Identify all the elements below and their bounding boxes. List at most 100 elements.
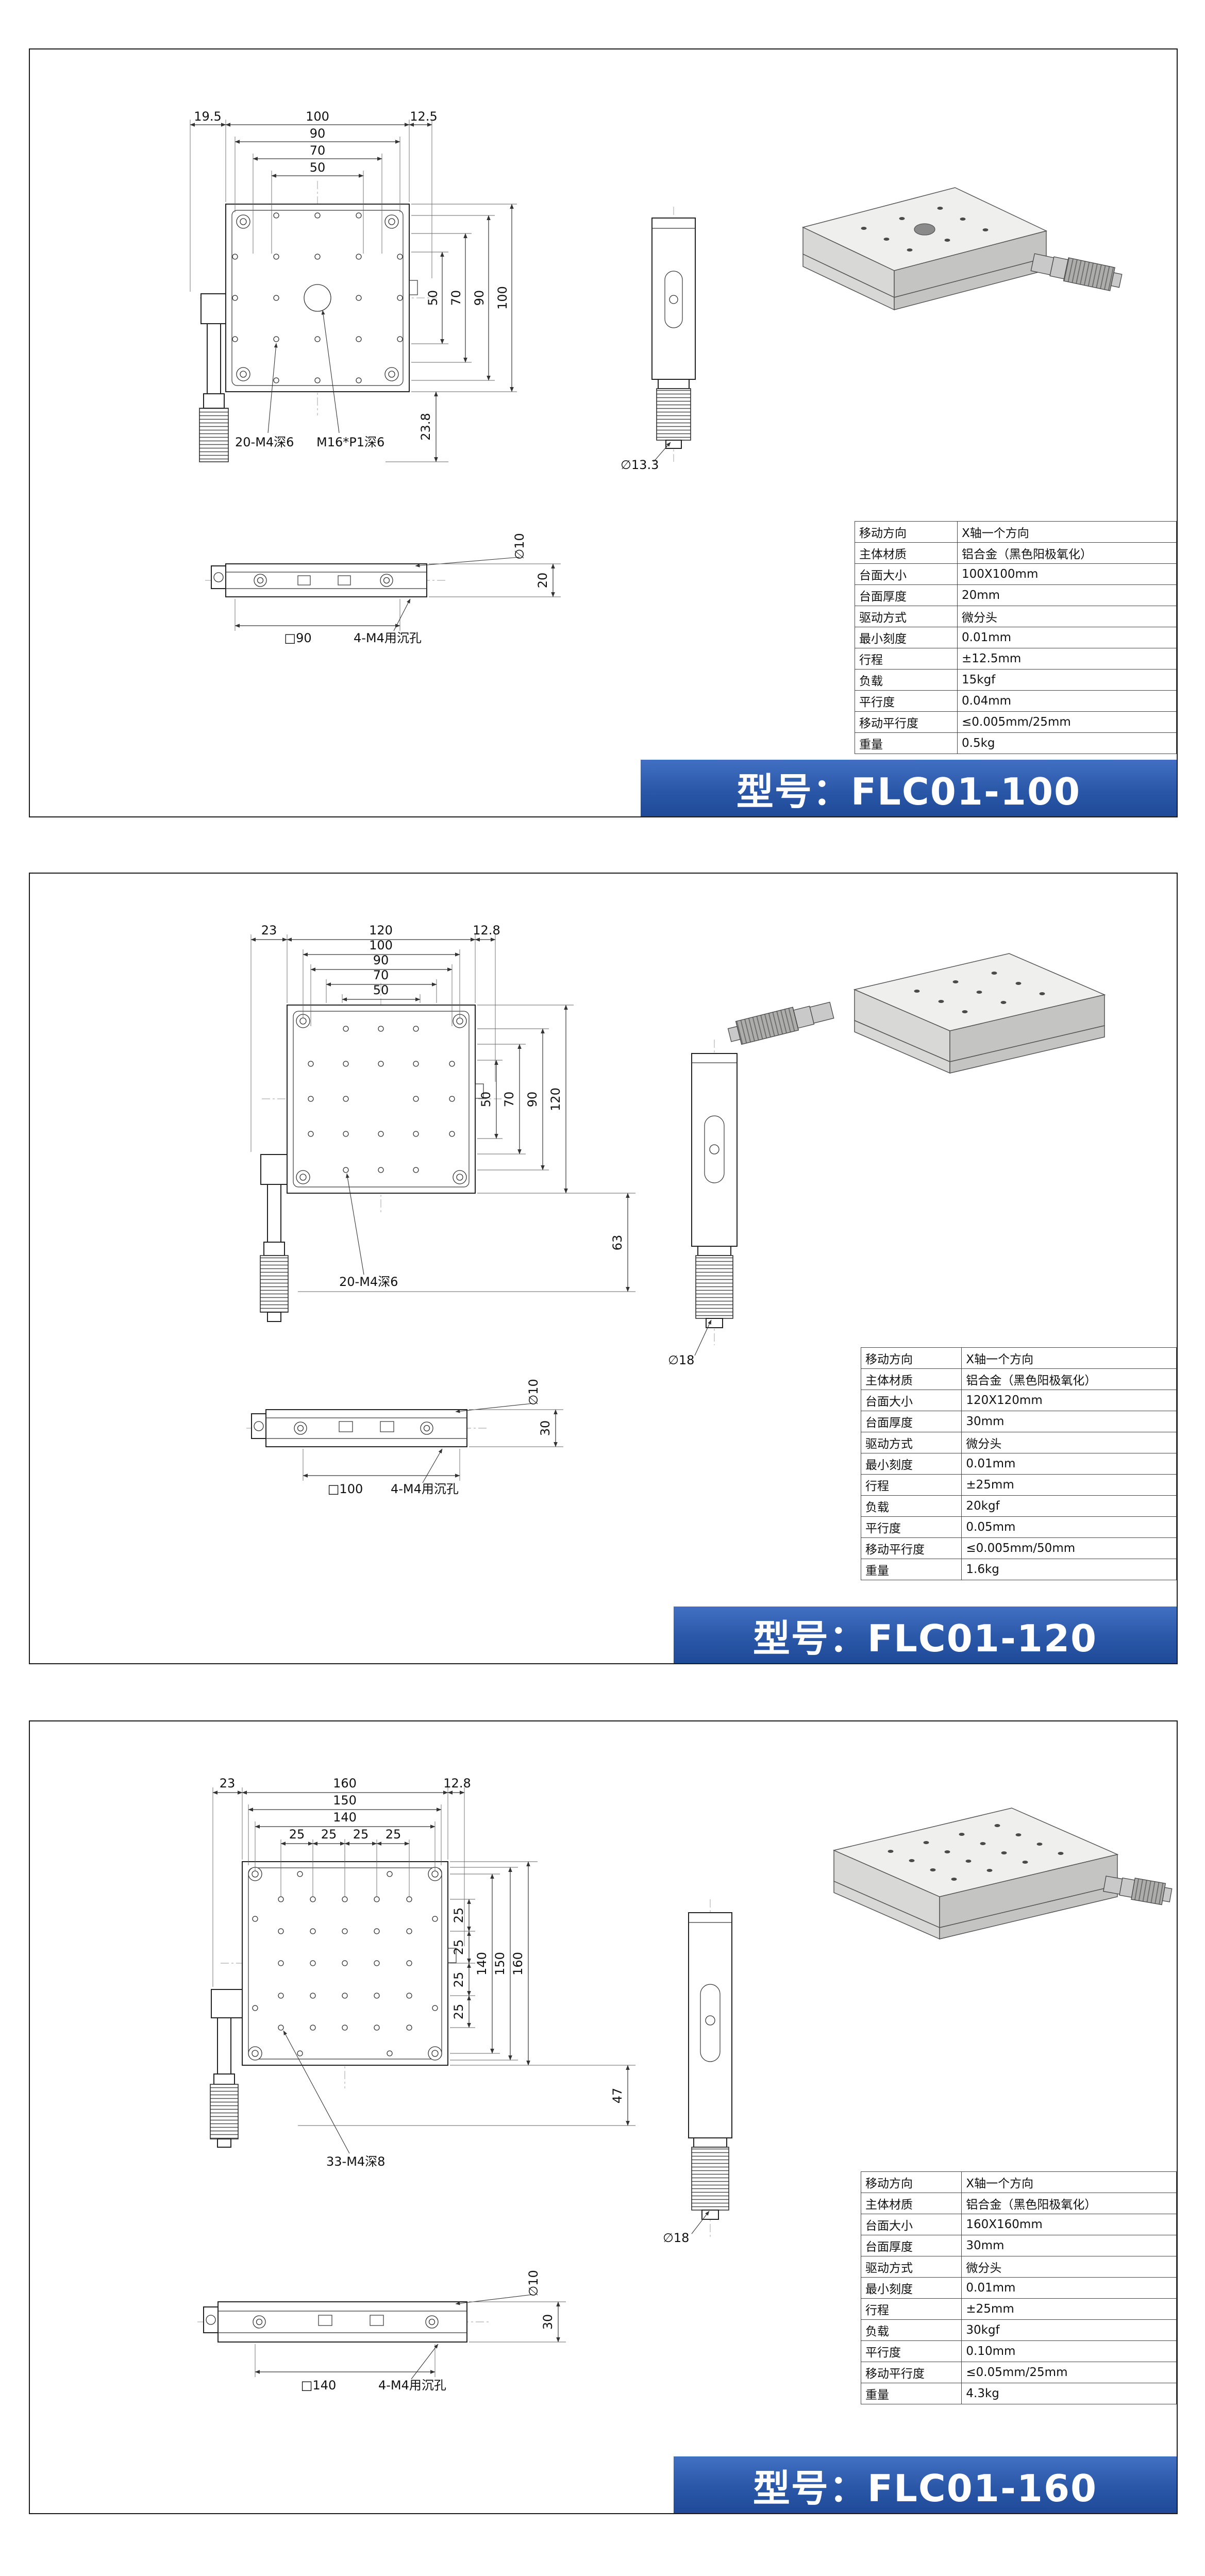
spec-value: 铝合金（黑色阳极氧化） xyxy=(961,2193,1177,2214)
iso-view xyxy=(801,187,1123,311)
spec-row: 驱动方式微分头 xyxy=(855,606,1177,627)
model-banner-text: 型号：FLC01-120 xyxy=(752,1616,1098,1660)
dim-label: 90 xyxy=(310,126,326,141)
spec-value: 15kgf xyxy=(957,669,1177,691)
dim-label: 25 xyxy=(451,1972,466,1988)
dim-label: 90 xyxy=(525,1092,540,1108)
front-view xyxy=(210,1839,473,2148)
spec-label: 移动平行度 xyxy=(860,1537,962,1559)
dim-label: 25 xyxy=(321,1827,337,1842)
dim-label: 100 xyxy=(369,938,393,952)
bottom-view: ∅10 30 □140 4-M4用沉孔 xyxy=(197,2270,566,2393)
counterbore-holes xyxy=(296,1014,467,1184)
dim-label: 50 xyxy=(426,290,440,306)
spec-value: X轴一个方向 xyxy=(957,521,1177,543)
spec-label: 主体材质 xyxy=(855,542,958,564)
dim-label: 120 xyxy=(548,1088,563,1111)
spec-value: ±25mm xyxy=(961,2298,1177,2320)
spec-value: 120X120mm xyxy=(961,1390,1177,1411)
dim-label: 20 xyxy=(535,573,550,589)
side-diameter-label: ∅18 xyxy=(663,2231,689,2245)
spec-value: 微分头 xyxy=(957,606,1177,627)
callout-holes-label: 20-M4深6 xyxy=(235,435,294,449)
dim-label: 25 xyxy=(451,1939,466,1955)
dim-label: 25 xyxy=(451,2004,466,2020)
dim-label: 30 xyxy=(538,1420,553,1436)
spec-label: 移动平行度 xyxy=(860,2362,962,2383)
spec-value: 30mm xyxy=(961,2235,1177,2256)
spec-row: 驱动方式微分头 xyxy=(860,1432,1177,1453)
dim-label: 70 xyxy=(310,143,326,158)
iso-holes xyxy=(914,972,1045,1013)
spec-row: 行程±25mm xyxy=(860,1474,1177,1496)
bottom-callout-label: 4-M4用沉孔 xyxy=(354,631,422,645)
spec-value: 微分头 xyxy=(961,1432,1177,1453)
dim-label: 70 xyxy=(449,290,463,306)
hole-callouts: 33-M4深8 xyxy=(283,2030,385,2169)
spec-label: 重量 xyxy=(855,732,958,754)
dim-label: 50 xyxy=(373,983,389,997)
spec-value: 20mm xyxy=(957,584,1177,606)
spec-value: 30mm xyxy=(961,1411,1177,1432)
m4-hole-grid xyxy=(232,212,403,383)
dim-label: 50 xyxy=(479,1092,493,1108)
dim-label: ∅10 xyxy=(512,533,527,559)
dim-label: 150 xyxy=(493,1952,507,1976)
spec-label: 行程 xyxy=(855,648,958,670)
spec-label: 台面大小 xyxy=(855,563,958,585)
m4-hole-grid xyxy=(252,1871,438,2056)
technical-drawing-flc01-120: 23 120 12.8 100 90 70 50 50 70 90 120 xyxy=(246,923,1106,1496)
spec-row: 主体材质铝合金（黑色阳极氧化） xyxy=(855,542,1177,564)
spec-value: 铝合金（黑色阳极氧化） xyxy=(957,542,1177,564)
bottom-view: ∅10 30 □100 4-M4用沉孔 xyxy=(246,1379,563,1496)
spec-value: 160X160mm xyxy=(961,2214,1177,2235)
spec-value: 100X100mm xyxy=(957,563,1177,585)
spec-label: 驱动方式 xyxy=(860,2256,962,2278)
product-panel-flc01-100: 19.5 100 12.5 90 70 50 50 70 90 100 xyxy=(29,48,1178,817)
spec-label: 台面大小 xyxy=(860,1390,962,1411)
spec-label: 最小刻度 xyxy=(860,2277,962,2299)
spec-label: 驱动方式 xyxy=(855,606,958,627)
spec-label: 重量 xyxy=(860,1559,962,1580)
dim-label: □90 xyxy=(284,631,311,645)
iso-micrometer xyxy=(1030,253,1123,291)
spec-value: 0.10mm xyxy=(961,2340,1177,2362)
spec-value: 0.01mm xyxy=(961,2277,1177,2299)
iso-micrometer xyxy=(1103,1876,1173,1905)
dim-label: 90 xyxy=(472,290,487,306)
spec-value: X轴一个方向 xyxy=(961,1347,1177,1369)
spec-label: 负载 xyxy=(860,2319,962,2341)
dim-label: 140 xyxy=(333,1810,357,1825)
spec-label: 移动方向 xyxy=(860,1347,962,1369)
hole-callouts: 20-M4深6 M16*P1深6 xyxy=(235,310,384,449)
spec-row: 移动平行度≤0.005mm/25mm xyxy=(855,711,1177,733)
dim-label: 23.8 xyxy=(419,413,433,440)
dim-label: 90 xyxy=(373,953,389,967)
spec-label: 台面厚度 xyxy=(860,1411,962,1432)
side-diameter-label: ∅13.3 xyxy=(621,458,659,472)
spec-row: 行程±12.5mm xyxy=(855,648,1177,670)
spec-label: 负载 xyxy=(855,669,958,691)
iso-holes xyxy=(888,1824,1064,1881)
model-banner: 型号：FLC01-100 xyxy=(641,760,1177,816)
callout-center-label: M16*P1深6 xyxy=(316,435,384,449)
dim-label: 25 xyxy=(289,1827,305,1842)
spec-label: 主体材质 xyxy=(860,1368,962,1390)
dim-label: 23 xyxy=(261,923,277,938)
top-dimensions: 19.5 100 12.5 90 70 50 xyxy=(190,109,438,292)
spec-label: 平行度 xyxy=(860,1516,962,1538)
bottom-callout-label: 4-M4用沉孔 xyxy=(378,2378,446,2393)
dim-label: ∅10 xyxy=(526,1379,541,1405)
spec-value: 0.01mm xyxy=(957,627,1177,648)
iso-view xyxy=(727,953,1106,1074)
spec-row: 移动平行度≤0.05mm/25mm xyxy=(860,2362,1177,2383)
center-hole xyxy=(304,284,331,312)
spec-label: 行程 xyxy=(860,1474,962,1496)
